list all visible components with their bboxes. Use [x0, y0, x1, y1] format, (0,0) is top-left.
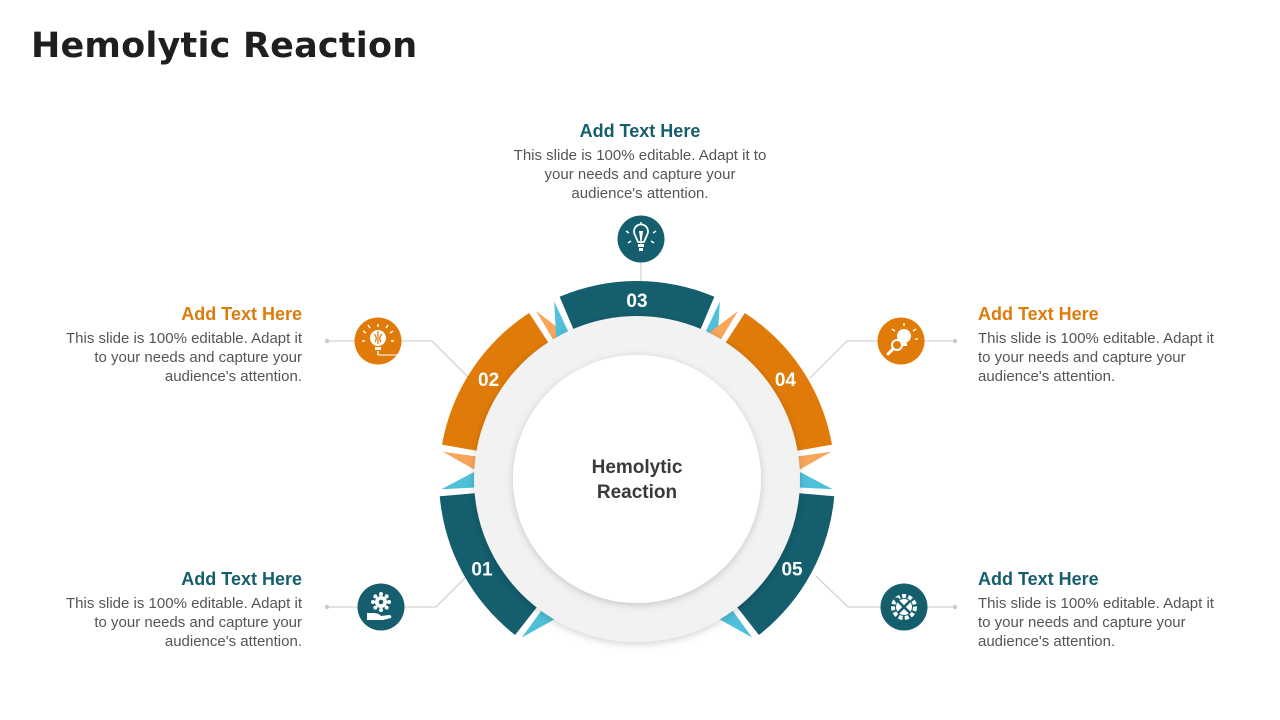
segment-02: [442, 312, 556, 453]
body-02: This slide is 100% editable. Adapt it to…: [66, 330, 302, 385]
icon-badges: [354, 215, 928, 631]
center-disc: [513, 355, 761, 603]
text-block-05: Add Text Here This slide is 100% editabl…: [978, 569, 1228, 651]
body-03: This slide is 100% editable. Adapt it to…: [513, 147, 767, 202]
bulb-magnifier-icon: [877, 317, 925, 365]
text-block-02: Add Text Here This slide is 100% editabl…: [52, 304, 302, 386]
text-block-04: Add Text Here This slide is 100% editabl…: [978, 304, 1228, 386]
segment-05: [729, 492, 835, 636]
center-label-line-2: Reaction: [597, 482, 677, 503]
text-block-03: Add Text Here This slide is 100% editabl…: [510, 121, 770, 203]
heading-03: Add Text Here: [579, 121, 701, 141]
segment-04: [718, 312, 832, 453]
segment-number-02: 02: [478, 370, 499, 391]
segment-number-04: 04: [775, 370, 797, 391]
body-04: This slide is 100% editable. Adapt it to…: [978, 330, 1214, 385]
heading-04: Add Text Here: [978, 304, 1099, 324]
heading-02: Add Text Here: [181, 304, 302, 324]
brain-bulb-icon: [354, 317, 402, 365]
body-01: This slide is 100% editable. Adapt it to…: [66, 595, 302, 650]
hand-gear-icon: [357, 583, 405, 631]
segment-number-03: 03: [626, 291, 647, 312]
ring-segments: 01 02 03 04 05: [439, 281, 835, 638]
segment-number-01: 01: [471, 560, 493, 581]
heading-05: Add Text Here: [978, 569, 1099, 589]
text-block-01: Add Text Here This slide is 100% editabl…: [52, 569, 302, 651]
gear-tools-icon: [880, 583, 928, 631]
pen-bulb-icon: [617, 215, 665, 263]
segment-01: [439, 492, 545, 636]
segment-number-05: 05: [781, 560, 803, 581]
center-label-line-1: Hemolytic: [592, 457, 683, 478]
heading-01: Add Text Here: [181, 569, 302, 589]
body-05: This slide is 100% editable. Adapt it to…: [978, 595, 1214, 650]
connector-dot-05: [952, 604, 958, 610]
connector-dot-01: [324, 604, 330, 610]
connector-dot-02: [324, 338, 330, 344]
connector-dot-04: [952, 338, 958, 344]
slide-title: Hemolytic Reaction: [31, 26, 418, 66]
